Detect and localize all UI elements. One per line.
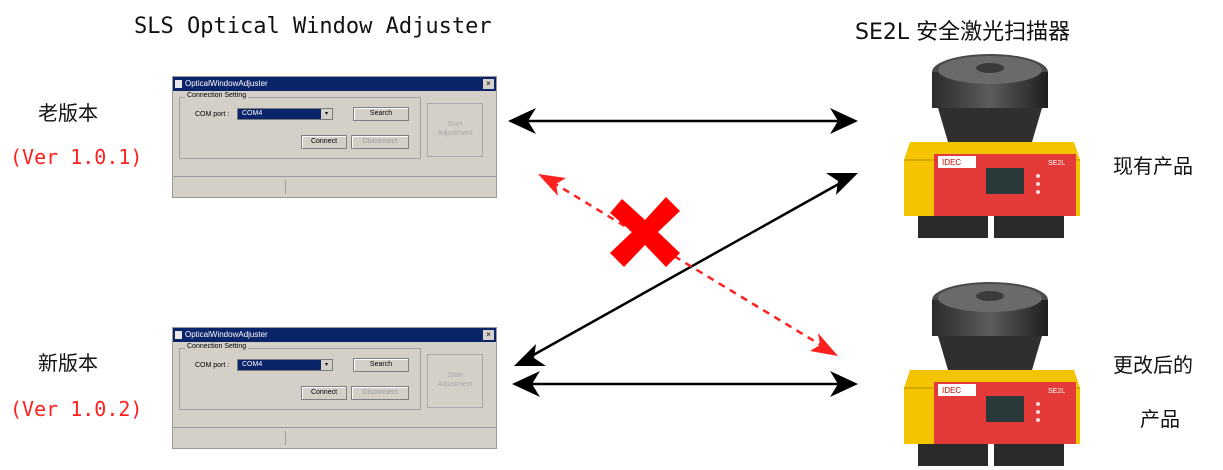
chevron-down-icon[interactable]: ▾	[321, 360, 332, 370]
com-port-select[interactable]: COM4 ▾	[237, 108, 333, 120]
changed-product-label-line2: 产品	[1140, 407, 1180, 431]
status-bar	[173, 427, 496, 448]
window-title: OpticalWindowAdjuster	[185, 79, 268, 88]
new-version-number: (Ver 1.0.2)	[10, 397, 143, 421]
com-port-label: COM port :	[195, 362, 230, 369]
left-heading: SLS Optical Window Adjuster	[134, 14, 492, 39]
old-version-number: (Ver 1.0.1)	[10, 145, 143, 169]
status-bar	[173, 176, 496, 197]
app-icon	[175, 331, 182, 339]
arrow-new-to-existing	[514, 173, 858, 366]
connection-setting-title: Connection Setting	[185, 343, 249, 350]
search-button[interactable]: Search	[353, 358, 409, 372]
device-model: SE2L	[1048, 160, 1065, 167]
window-title: OpticalWindowAdjuster	[185, 330, 268, 339]
device-brand: IDEC	[942, 158, 961, 167]
new-app-window-screenshot: OpticalWindowAdjuster × Connection Setti…	[172, 327, 497, 449]
start-adjustment-button[interactable]: Start Adjustment	[427, 103, 483, 157]
old-app-window-screenshot: OpticalWindowAdjuster × Connection Setti…	[172, 76, 497, 198]
com-port-value: COM4	[242, 110, 263, 117]
device-brand: IDEC	[942, 386, 961, 395]
right-heading: SE2L 安全激光扫描器	[855, 20, 1071, 45]
existing-product-label: 现有产品	[1113, 154, 1193, 178]
scanner-device-existing: IDEC SE2L	[904, 54, 1080, 238]
changed-product-label-line1: 更改后的	[1113, 353, 1193, 377]
close-icon[interactable]: ×	[483, 330, 494, 340]
adjustment-label: Adjustment	[437, 130, 473, 137]
scanner-device-changed: IDEC SE2L	[904, 282, 1080, 466]
device-model: SE2L	[1048, 388, 1065, 395]
disconnect-button[interactable]: Disconnect	[351, 135, 409, 149]
start-adjustment-button[interactable]: Start Adjustment	[427, 354, 483, 408]
connection-setting-group	[179, 97, 421, 159]
arrow-old-to-changed-incompatible	[538, 174, 838, 356]
arrow-new-to-changed	[512, 371, 858, 397]
close-icon[interactable]: ×	[483, 79, 494, 89]
connect-button[interactable]: Connect	[301, 386, 347, 400]
search-button[interactable]: Search	[353, 107, 409, 121]
old-version-label: 老版本	[38, 101, 98, 125]
start-label: Start	[447, 372, 463, 379]
chevron-down-icon[interactable]: ▾	[321, 109, 332, 119]
com-port-value: COM4	[242, 361, 263, 368]
connect-button[interactable]: Connect	[301, 135, 347, 149]
new-version-label: 新版本	[38, 351, 98, 375]
connection-setting-title: Connection Setting	[185, 92, 249, 99]
start-label: Start	[447, 121, 463, 128]
window-titlebar: OpticalWindowAdjuster ×	[173, 77, 496, 91]
disconnect-button[interactable]: Disconnect	[351, 386, 409, 400]
app-icon	[175, 80, 182, 88]
red-cross-icon	[610, 197, 680, 267]
com-port-label: COM port :	[195, 111, 230, 118]
window-titlebar: OpticalWindowAdjuster ×	[173, 328, 496, 342]
adjustment-label: Adjustment	[437, 381, 473, 388]
arrow-old-to-existing	[508, 108, 858, 134]
com-port-select[interactable]: COM4 ▾	[237, 359, 333, 371]
connection-setting-group	[179, 348, 421, 410]
